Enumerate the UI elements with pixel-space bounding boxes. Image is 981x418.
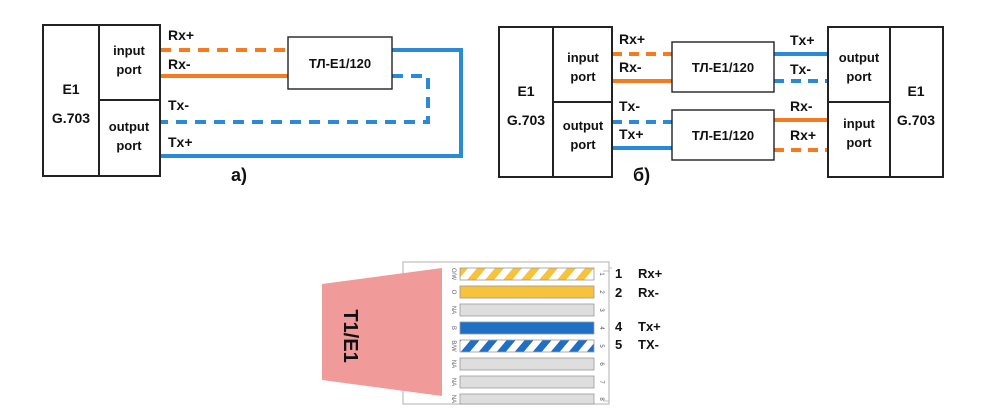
caption-a: а) — [231, 165, 247, 185]
right-input-port-label-2: port — [846, 135, 872, 150]
pin-label-number-4: 4 — [615, 319, 623, 334]
pin-color-label-6: NA — [450, 360, 456, 368]
pin-number-small-3: 3 — [598, 308, 604, 312]
right-device-label-e1: E1 — [907, 83, 924, 99]
pin-number-small-2: 2 — [598, 290, 604, 294]
pin-color-label-1: O/W — [450, 268, 456, 280]
pin-color-label-5: B/W — [450, 340, 456, 352]
wire-tx-minus-a — [160, 74, 430, 124]
pin-7 — [459, 375, 595, 389]
pin-bracket — [603, 270, 610, 402]
pin-number-small-4: 4 — [598, 326, 604, 330]
pin-color-label-7: NA — [450, 378, 456, 386]
t1-e1-plug — [322, 268, 442, 396]
left-output-port-label-2: port — [570, 137, 596, 152]
plug-label: T1/E1 — [339, 309, 361, 362]
pin-color-label-8: NA — [450, 395, 456, 403]
signal-rx-plus: Rx+ — [168, 27, 194, 43]
pin-color-label-4: B — [450, 326, 456, 330]
pin-label-signal-2: Rx- — [638, 285, 659, 300]
signal-rx-minus: Rx- — [168, 56, 191, 72]
right-output-port-label: output — [839, 50, 880, 65]
left-device-label-e1: E1 — [517, 83, 534, 99]
right-input-port-label: input — [843, 116, 875, 131]
right-signal-tx-minus: Tx- — [790, 61, 811, 77]
right-output-port-label-2: port — [846, 69, 872, 84]
converter-top — [671, 41, 775, 93]
pin-number-small-1: 1 — [598, 272, 604, 276]
right-signal-rx-minus: Rx- — [790, 98, 813, 114]
converter-label: ТЛ-Е1/120 — [309, 56, 371, 71]
pin-color-label-3: NA — [450, 306, 456, 314]
diagram-b: E1 G.703 input port output port E1 G.703… — [498, 26, 944, 185]
output-port-label: output — [109, 119, 150, 134]
device-label-e1: E1 — [62, 81, 79, 97]
right-device-label-model: G.703 — [897, 112, 935, 128]
signal-tx-minus: Tx- — [168, 97, 189, 113]
pin-number-small-5: 5 — [598, 344, 604, 348]
converter-top-label: ТЛ-Е1/120 — [692, 60, 754, 75]
left-input-port-label-2: port — [570, 69, 596, 84]
caption-b: б) — [633, 165, 650, 185]
input-port-label: input — [113, 43, 145, 58]
converter-a — [287, 36, 393, 90]
converter-bottom — [671, 109, 775, 161]
pin-6 — [459, 357, 595, 371]
pin-label-signal-5: TX- — [638, 337, 659, 352]
pin-label-signal-4: Tx+ — [638, 319, 661, 334]
pin-label-number-1: 1 — [615, 266, 622, 281]
pin-2 — [459, 285, 595, 299]
diagram-a: E1 G.703 input port output port ТЛ-Е1/12… — [42, 24, 463, 185]
rj48-connector: T1/E1 O/W O NA B B/W NA NA NA 1 2 3 4 5 … — [322, 261, 663, 405]
pin-number-small-8: 8 — [598, 397, 604, 401]
pin-number-small-7: 7 — [598, 380, 604, 384]
pin-color-label-2: O — [450, 290, 456, 295]
pin-label-number-2: 2 — [615, 285, 622, 300]
left-device-label-model: G.703 — [507, 112, 545, 128]
right-signal-tx-plus: Tx+ — [790, 32, 815, 48]
pin-label-number-5: 5 — [615, 337, 622, 352]
left-signal-tx-plus: Tx+ — [619, 126, 644, 142]
pin-1 — [459, 267, 595, 281]
input-port-label-2: port — [116, 62, 142, 77]
pin-number-small-6: 6 — [598, 362, 604, 366]
left-input-port-label: input — [567, 50, 599, 65]
pin-5 — [459, 339, 595, 353]
output-port-label-2: port — [116, 138, 142, 153]
left-signal-rx-minus: Rx- — [619, 59, 642, 75]
wire-tx-plus-a — [160, 48, 463, 158]
device-label-model: G.703 — [52, 110, 90, 126]
converter-bottom-label: ТЛ-Е1/120 — [692, 128, 754, 143]
left-signal-tx-minus: Tx- — [619, 98, 640, 114]
pin-3 — [459, 303, 595, 317]
pin-8 — [459, 393, 595, 405]
left-signal-rx-plus: Rx+ — [619, 31, 645, 47]
pin-label-signal-1: Rx+ — [638, 266, 663, 281]
pin-4 — [459, 321, 595, 335]
signal-tx-plus: Tx+ — [168, 134, 193, 150]
left-output-port-label: output — [563, 118, 604, 133]
right-signal-rx-plus: Rx+ — [790, 127, 816, 143]
